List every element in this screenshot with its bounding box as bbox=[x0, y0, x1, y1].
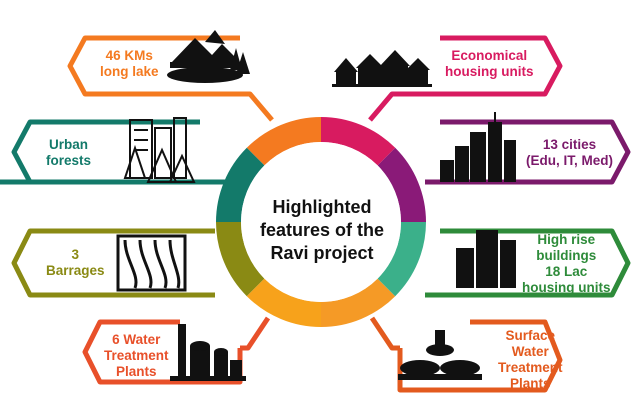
feature-barrages-line-2: Barrages bbox=[46, 263, 105, 278]
ring-segment-forests bbox=[216, 147, 265, 222]
feature-label-swtp: Surface Water Treatment Plants bbox=[498, 328, 563, 392]
frame-forests bbox=[11, 119, 228, 185]
feature-label-lake: 46 KMs long lake bbox=[100, 48, 159, 80]
feature-label-barrages: 3 Barrages bbox=[46, 247, 105, 279]
feature-swtp-line-1: Surface bbox=[505, 328, 556, 343]
feature-label-highrise: High rise buildings 18 Lac housing units bbox=[522, 232, 611, 296]
hub-title: Highlighted features of the Ravi project bbox=[249, 196, 395, 265]
frame-swtp bbox=[397, 319, 563, 393]
frame-cities bbox=[425, 119, 631, 185]
feature-cities-line-1: 13 cities bbox=[542, 137, 597, 152]
houses-icon bbox=[332, 50, 432, 87]
feature-forests-line-2: forests bbox=[46, 153, 92, 168]
connector-wtp bbox=[240, 316, 271, 351]
frame-highrise bbox=[425, 228, 631, 298]
feature-highrise-line-4: housing units bbox=[522, 280, 611, 295]
hub-ring bbox=[216, 117, 426, 327]
feature-swtp-line-2: Water bbox=[511, 344, 549, 359]
feature-highrise-line-3: 18 Lac bbox=[545, 264, 588, 279]
hub-center bbox=[241, 142, 401, 302]
feature-label-wtp: 6 Water Treatment Plants bbox=[104, 332, 169, 380]
ring-segment-lake bbox=[246, 117, 321, 166]
urban-forest-icon bbox=[123, 117, 196, 183]
ring-segment-barrages bbox=[216, 222, 265, 297]
hub-title-line-2: features of the bbox=[259, 220, 385, 240]
frame-barrages bbox=[11, 228, 215, 298]
feature-forests-line-1: Urban bbox=[49, 137, 89, 152]
ring-segment-housing bbox=[321, 117, 396, 166]
city-skyline-icon bbox=[440, 112, 516, 182]
feature-swtp-line-3: Treatment bbox=[498, 360, 563, 375]
feature-barrages-line-1: 3 bbox=[71, 247, 80, 262]
feature-swtp-line-4: Plants bbox=[510, 376, 551, 391]
feature-wtp-line-2: Treatment bbox=[104, 348, 169, 363]
connector-lake bbox=[240, 91, 274, 122]
connector-swtp bbox=[369, 316, 400, 351]
ring-segment-wtp bbox=[246, 278, 321, 327]
feature-label-housing: Economical housing units bbox=[445, 48, 534, 80]
feature-label-forests: Urban forests bbox=[46, 137, 91, 169]
connector-housing bbox=[368, 91, 400, 122]
treatment-plant-icon bbox=[170, 324, 246, 381]
barrage-dam-icon bbox=[116, 234, 187, 292]
ring-segment-highrise bbox=[377, 222, 426, 297]
feature-lake-line-1: 46 KMs bbox=[105, 48, 153, 63]
surface-water-plant-icon bbox=[398, 330, 482, 380]
ring-segment-cities bbox=[377, 147, 426, 222]
feature-wtp-line-1: 6 Water bbox=[112, 332, 161, 347]
hub-title-line-1: Highlighted bbox=[272, 197, 372, 217]
hub-title-line-3: Ravi project bbox=[270, 243, 374, 263]
high-rise-icon bbox=[456, 230, 516, 288]
ring-segment-swtp bbox=[321, 278, 396, 327]
feature-wtp-line-3: Plants bbox=[116, 364, 157, 379]
mountain-lake-icon bbox=[167, 30, 250, 83]
frame-lake bbox=[67, 35, 240, 97]
feature-lake-line-2: long lake bbox=[100, 64, 159, 79]
feature-label-cities: 13 cities (Edu, IT, Med) bbox=[526, 137, 613, 169]
feature-highrise-line-2: buildings bbox=[536, 248, 597, 263]
frame-housing bbox=[400, 35, 563, 97]
connectors bbox=[0, 35, 631, 393]
feature-cities-line-2: (Edu, IT, Med) bbox=[526, 153, 613, 168]
feature-highrise-line-1: High rise bbox=[537, 232, 596, 247]
feature-housing-line-2: housing units bbox=[445, 64, 534, 79]
feature-housing-line-1: Economical bbox=[451, 48, 528, 63]
